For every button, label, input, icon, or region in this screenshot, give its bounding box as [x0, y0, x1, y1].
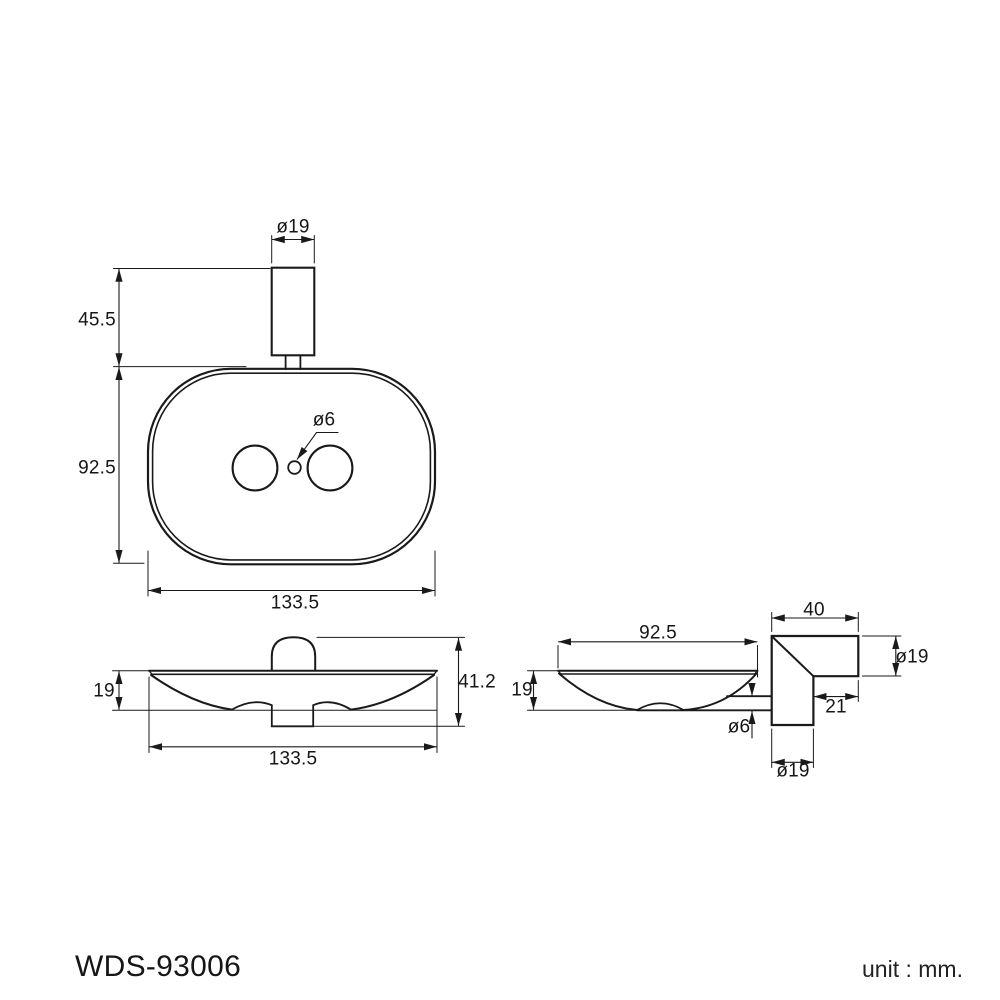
- top-post-diameter-label: ø19: [276, 216, 310, 238]
- front-overall-height-label: 41.2: [458, 671, 496, 693]
- front-overall-width-label: 133.5: [268, 748, 318, 770]
- side-dish-depth-label: 19: [511, 679, 533, 701]
- front-dish-depth-label: 19: [93, 680, 115, 702]
- top-hole-diameter-label: ø6: [312, 409, 336, 431]
- top-body-depth-label: 92.5: [78, 457, 116, 479]
- front-view: [112, 636, 465, 753]
- side-view: [527, 612, 902, 768]
- side-bracket-diameter-label: ø19: [895, 646, 929, 668]
- top-post-offset-label: 45.5: [78, 309, 116, 331]
- side-arm-length-label: 21: [825, 696, 847, 718]
- unit-note: unit : mm.: [862, 956, 963, 982]
- side-rod-diameter-label: ø6: [727, 716, 751, 738]
- side-post-diameter-label: ø19: [776, 760, 810, 782]
- top-view: [113, 235, 437, 597]
- side-bracket-depth-label: 40: [803, 599, 825, 621]
- model-number: WDS-93006: [75, 950, 242, 983]
- side-dish-width-label: 92.5: [639, 622, 677, 644]
- top-body-width-label: 133.5: [270, 592, 320, 614]
